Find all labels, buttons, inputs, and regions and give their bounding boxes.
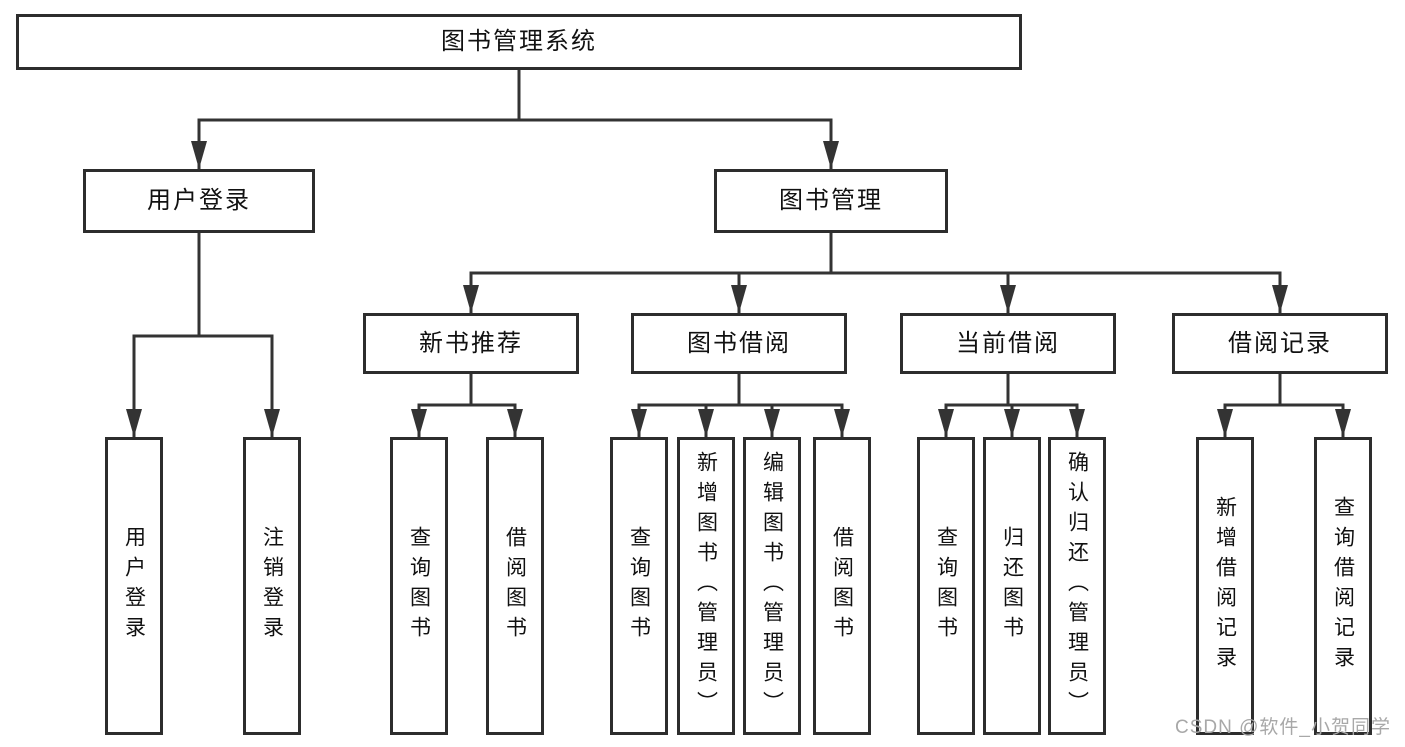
leaf-user-login-label: 用户登录	[122, 526, 146, 646]
node-book-borrow-label: 图书借阅	[687, 329, 791, 357]
leaf-logout-label: 注销登录	[260, 526, 284, 646]
node-current-borrow: 当前借阅	[900, 313, 1116, 374]
leaf-borrow-edit-books-admin: 编辑图书（管理员）	[743, 437, 801, 735]
leaf-recommend-borrow-books: 借阅图书	[486, 437, 544, 735]
leaf-current-query-books: 查询图书	[917, 437, 975, 735]
leaf-recommend-borrow-books-label: 借阅图书	[503, 526, 527, 646]
node-book-management-label: 图书管理	[779, 187, 883, 214]
node-book-borrow: 图书借阅	[631, 313, 847, 374]
node-book-management: 图书管理	[714, 169, 948, 233]
leaf-recommend-query-books-label: 查询图书	[407, 526, 431, 646]
node-current-borrow-label: 当前借阅	[956, 329, 1060, 357]
node-borrow-records: 借阅记录	[1172, 313, 1388, 374]
leaf-current-confirm-return-admin: 确认归还（管理员）	[1048, 437, 1106, 735]
leaf-borrow-edit-books-admin-label: 编辑图书（管理员）	[760, 451, 784, 721]
node-new-book-recommend: 新书推荐	[363, 313, 579, 374]
leaf-borrow-query-books: 查询图书	[610, 437, 668, 735]
leaf-current-confirm-return-admin-label: 确认归还（管理员）	[1065, 451, 1089, 721]
leaf-current-return-books: 归还图书	[983, 437, 1041, 735]
leaf-recommend-query-books: 查询图书	[390, 437, 448, 735]
leaf-records-query-record-label: 查询借阅记录	[1331, 496, 1355, 676]
node-root: 图书管理系统	[16, 14, 1022, 70]
leaf-current-query-books-label: 查询图书	[934, 526, 958, 646]
leaf-borrow-borrow-books-label: 借阅图书	[830, 526, 854, 646]
leaf-logout: 注销登录	[243, 437, 301, 735]
node-user-login: 用户登录	[83, 169, 315, 233]
leaf-borrow-add-books-admin: 新增图书（管理员）	[677, 437, 735, 735]
node-root-label: 图书管理系统	[441, 28, 597, 55]
leaf-borrow-query-books-label: 查询图书	[627, 526, 651, 646]
node-new-book-recommend-label: 新书推荐	[419, 329, 523, 357]
csdn-watermark: CSDN @软件_小贺同学	[1175, 717, 1391, 738]
leaf-records-add-record-label: 新增借阅记录	[1213, 496, 1237, 676]
leaf-records-query-record: 查询借阅记录	[1314, 437, 1372, 735]
node-user-login-label: 用户登录	[147, 187, 251, 214]
leaf-borrow-add-books-admin-label: 新增图书（管理员）	[694, 451, 718, 721]
leaf-records-add-record: 新增借阅记录	[1196, 437, 1254, 735]
node-borrow-records-label: 借阅记录	[1228, 329, 1332, 357]
leaf-borrow-borrow-books: 借阅图书	[813, 437, 871, 735]
leaf-user-login: 用户登录	[105, 437, 163, 735]
leaf-current-return-books-label: 归还图书	[1000, 526, 1024, 646]
